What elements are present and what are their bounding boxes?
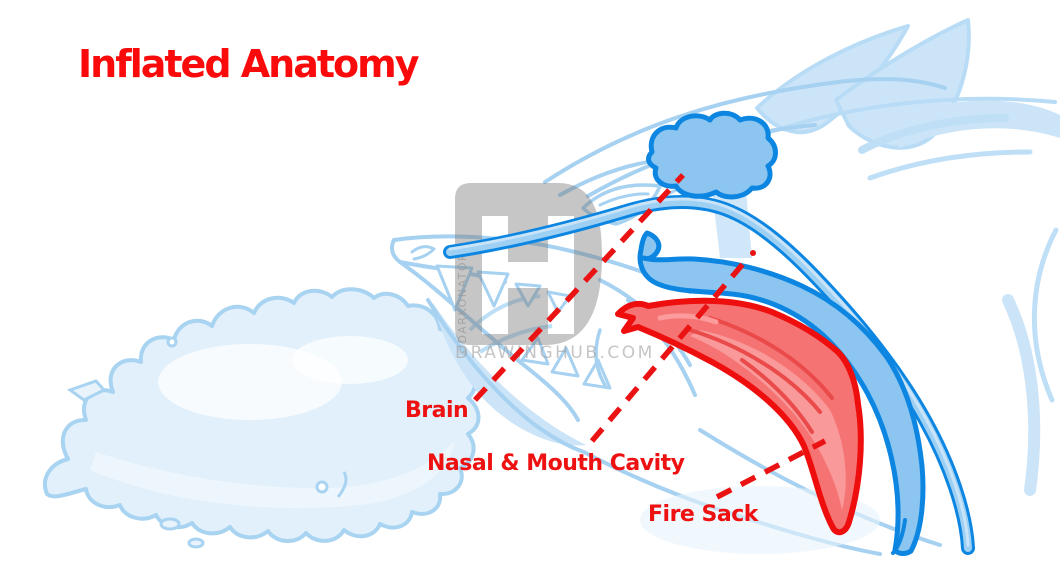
cloud-highlight-2	[292, 336, 408, 384]
watermark-site-text: DRAWINGHUB.COM	[455, 343, 655, 363]
page-title: Inflated Anatomy	[78, 42, 420, 86]
fire-sack-gloss	[657, 313, 719, 325]
horn-front	[755, 24, 910, 135]
leader-dot	[750, 250, 756, 256]
eye-line	[598, 192, 650, 207]
neck-frill-line	[1031, 227, 1059, 403]
esophagus-tip-line	[891, 518, 907, 555]
label-fire-sack: Fire Sack	[648, 502, 758, 527]
crest-band	[858, 114, 1009, 154]
fire-breath-cloud	[43, 287, 553, 549]
cloud-texture	[90, 440, 455, 509]
nasal-passage-highlight	[448, 197, 970, 547]
nasal-cavity-leader-line	[589, 256, 751, 443]
leader-lines	[472, 173, 827, 500]
label-brain: Brain	[405, 398, 469, 423]
crest-line	[867, 149, 1033, 181]
cloud-fleck	[159, 517, 181, 531]
horn-swoosh	[880, 100, 1060, 148]
jaw-hinge-swirl	[594, 328, 607, 387]
smoke-wisp	[478, 324, 553, 354]
watermark-artist-credit: ©DARKONATOR	[456, 252, 469, 356]
horn-line	[768, 96, 1057, 134]
lower-teeth	[520, 336, 612, 390]
jaw-fill	[433, 303, 586, 446]
nostril-swirl	[410, 245, 436, 261]
dragon-head-sketch	[390, 18, 1060, 556]
label-nasal-mouth-cavity: Nasal & Mouth Cavity	[427, 451, 685, 476]
cloud-fleck	[315, 480, 329, 494]
watermark: ©DARKONATOR DRAWINGHUB.COM	[455, 183, 655, 363]
cloud-fleck	[187, 537, 205, 549]
cloud-fleck	[166, 336, 178, 348]
upper-teeth	[435, 264, 572, 314]
brain-leader-line	[472, 173, 686, 402]
brain-shape	[646, 110, 778, 200]
nasal-mouth-cavity-shape	[637, 230, 926, 556]
fire-sack-streaks	[688, 316, 834, 434]
fire-sack-shape	[615, 297, 864, 536]
fire-sack-leader-line	[715, 438, 827, 500]
drawinghub-dh-logo	[455, 183, 602, 345]
cloud-fleck	[66, 379, 107, 402]
neck-band	[1002, 294, 1041, 496]
cloud-swirl	[336, 471, 348, 498]
skull-top-line	[543, 77, 947, 184]
